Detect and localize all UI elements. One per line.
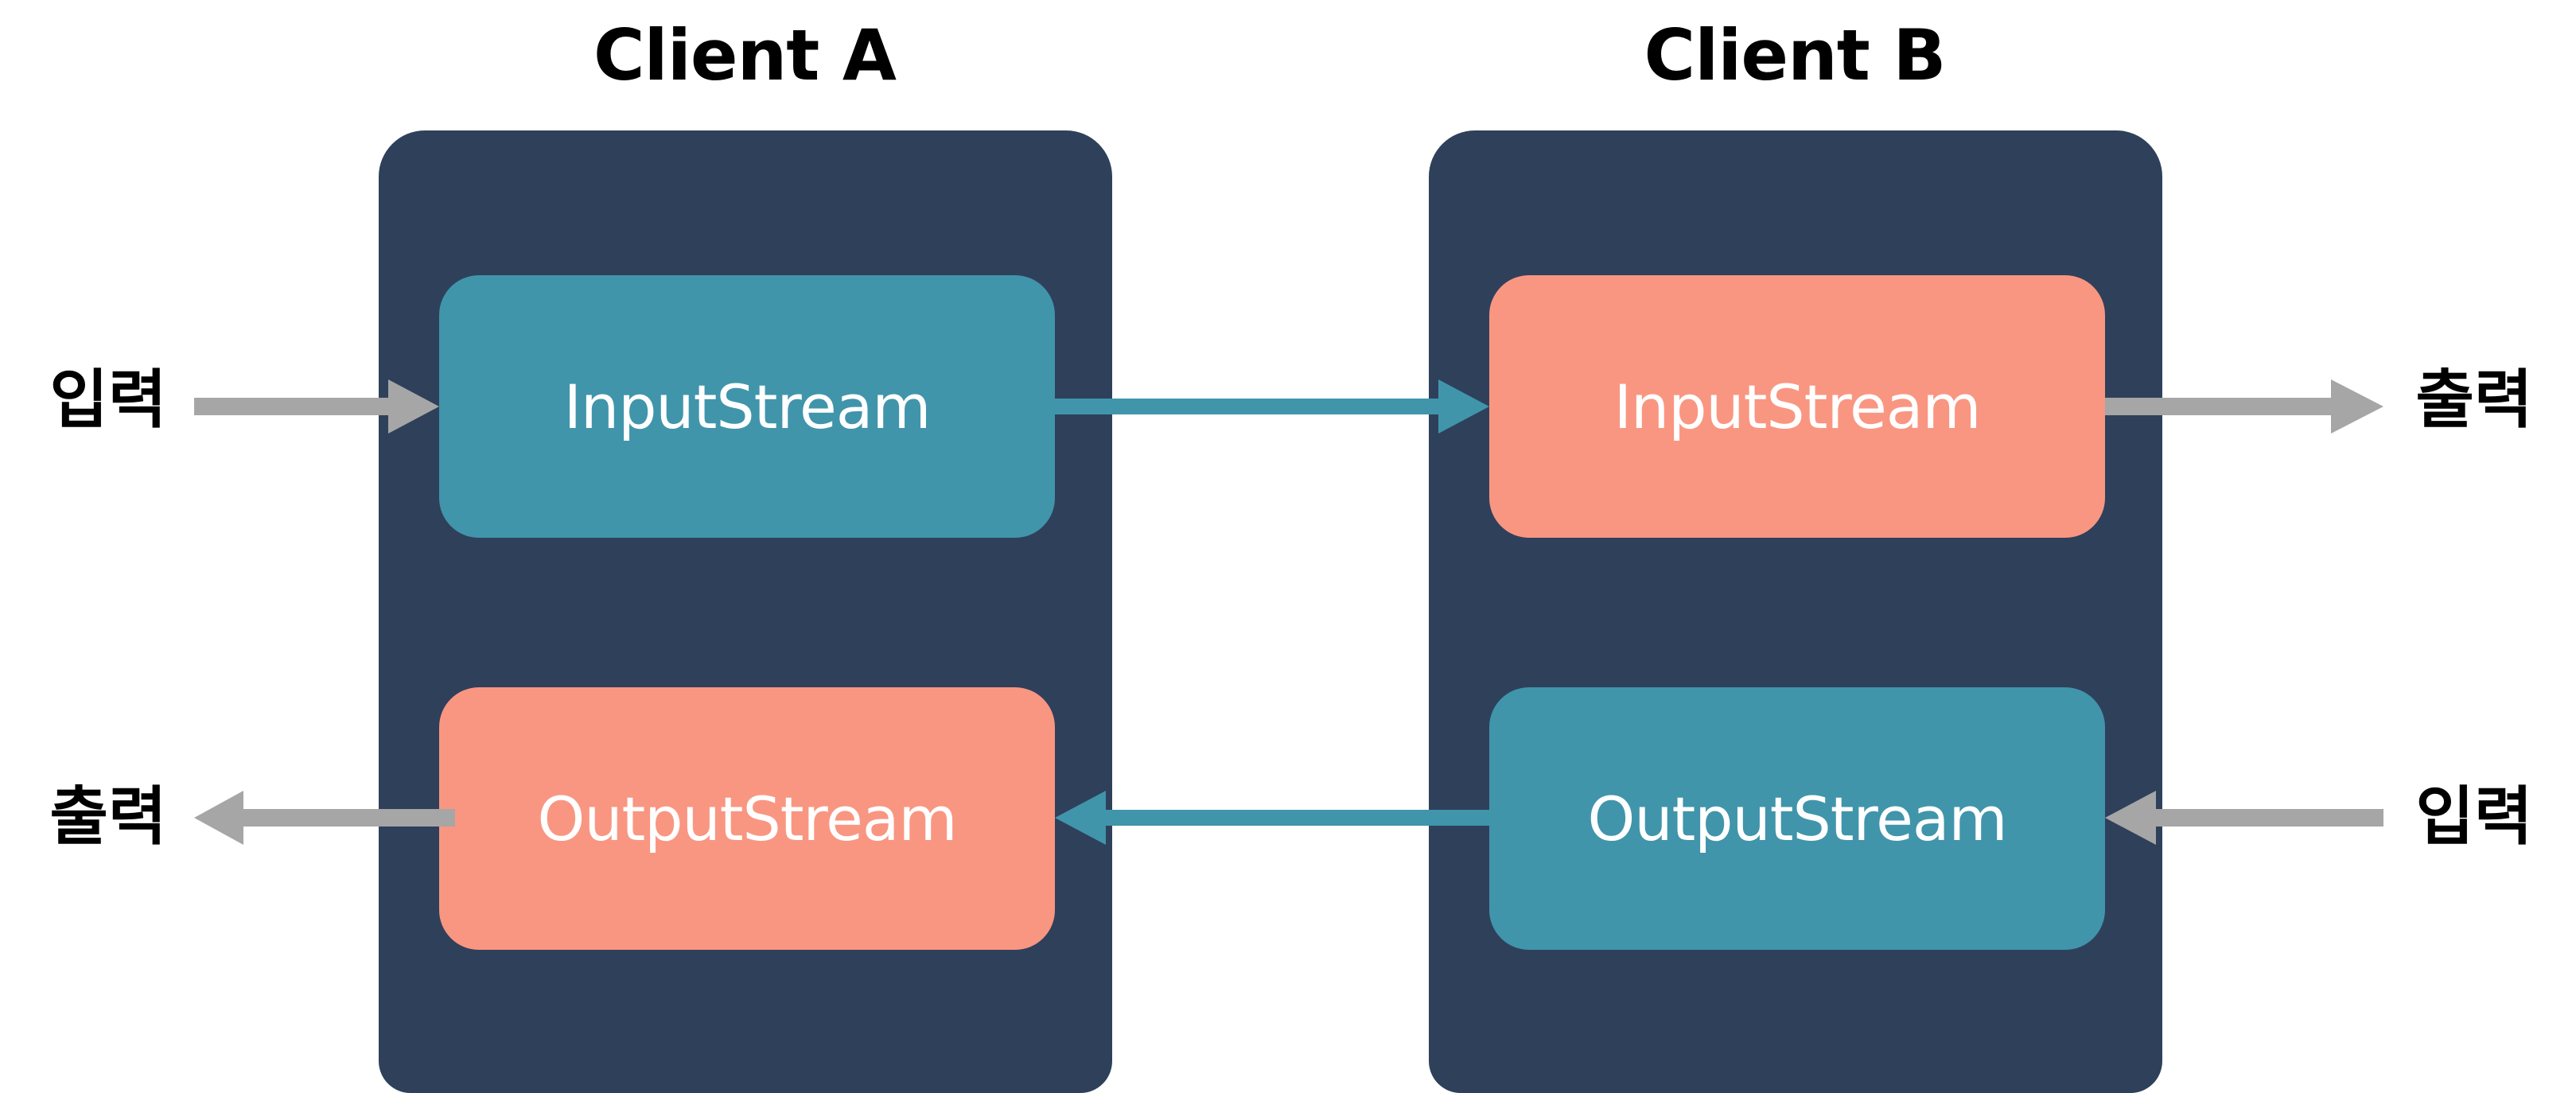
- client-b-input-stream-label: InputStream: [1613, 371, 1982, 442]
- b-to-a-connection-arrow: [1055, 791, 1489, 845]
- left-output-label: 출력: [49, 780, 167, 854]
- client-a-input-stream: InputStream: [439, 275, 1055, 538]
- client-a-input-stream-label: InputStream: [563, 371, 932, 442]
- right-input-label: 입력: [2415, 780, 2533, 854]
- client-a-output-stream-label: OutputStream: [537, 783, 958, 854]
- right-output-label: 출력: [2415, 363, 2533, 437]
- client-b-output-stream: OutputStream: [1489, 687, 2105, 950]
- a-to-b-connection-arrow: [1055, 379, 1489, 434]
- client-b-output-stream-label: OutputStream: [1587, 783, 2008, 854]
- left-input-label: 입력: [49, 363, 167, 437]
- client-b-title: Client B: [1644, 14, 1946, 96]
- client-a-title: Client A: [593, 14, 897, 96]
- client-a-output-stream: OutputStream: [439, 687, 1055, 950]
- client-b-input-stream: InputStream: [1489, 275, 2105, 538]
